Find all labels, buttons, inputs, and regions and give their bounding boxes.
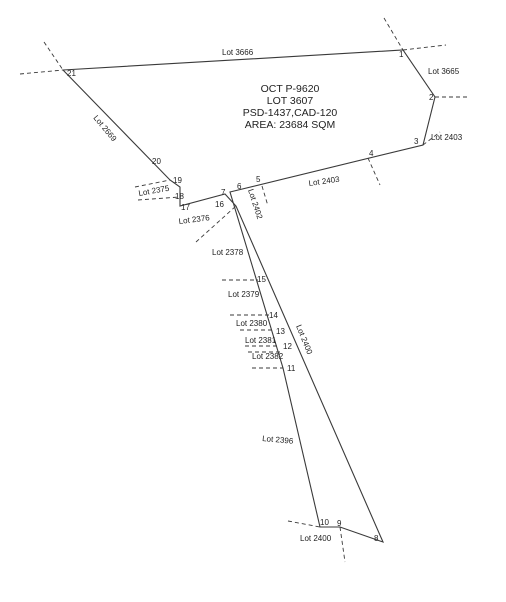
point-17: 17 — [181, 203, 190, 212]
lot-2378-label: Lot 2378 — [212, 248, 244, 257]
lot-2400-strip-label: Lot 2400 — [294, 323, 314, 356]
point-10: 10 — [320, 518, 329, 527]
corner-numbers: 1 2 3 4 5 6 7 8 9 10 11 12 13 14 15 16 1… — [67, 50, 434, 543]
lot-2400-bottom-label: Lot 2400 — [300, 534, 332, 543]
point-19: 19 — [173, 176, 182, 185]
point-7: 7 — [221, 188, 226, 197]
lot-2403-mid-label: Lot 2403 — [308, 175, 341, 188]
point-9: 9 — [337, 519, 342, 528]
title-block: OCT P-9620 LOT 3607 PSD-1437,CAD-120 ARE… — [243, 83, 338, 131]
point-13: 13 — [276, 327, 285, 336]
point-12: 12 — [283, 342, 292, 351]
lot-3666-label: Lot 3666 — [222, 48, 254, 57]
lot-2379-label: Lot 2379 — [228, 290, 260, 299]
lot-2403-right-label: Lot 2403 — [431, 133, 463, 142]
point-14: 14 — [269, 311, 278, 320]
lot-3665-label: Lot 3665 — [428, 67, 460, 76]
title-line-4: AREA: 23684 SQM — [245, 119, 335, 131]
title-line-3: PSD-1437,CAD-120 — [243, 107, 338, 119]
lot-2381-label: Lot 2381 — [245, 336, 277, 345]
point-4: 4 — [369, 149, 374, 158]
point-16: 16 — [215, 200, 224, 209]
lot-2376-label: Lot 2376 — [178, 213, 211, 226]
point-8: 8 — [374, 534, 379, 543]
point-11: 11 — [287, 364, 296, 373]
lot-2382-label: Lot 2382 — [252, 352, 284, 361]
point-1: 1 — [399, 50, 404, 59]
point-3: 3 — [414, 137, 419, 146]
title-line-2: LOT 3607 — [267, 95, 314, 107]
point-15: 15 — [257, 275, 266, 284]
title-line-1: OCT P-9620 — [261, 83, 320, 95]
point-21: 21 — [67, 69, 76, 78]
lot-2669-label: Lot 2669 — [91, 114, 118, 144]
point-6: 6 — [237, 182, 242, 191]
point-18: 18 — [175, 192, 184, 201]
point-2: 2 — [429, 93, 434, 102]
lot-2380-label: Lot 2380 — [236, 319, 268, 328]
adjoining-boundaries — [19, 17, 470, 563]
lot-2396-label: Lot 2396 — [262, 434, 294, 446]
point-5: 5 — [256, 175, 261, 184]
point-20: 20 — [152, 157, 161, 166]
lot-2402-label: Lot 2402 — [246, 188, 264, 221]
